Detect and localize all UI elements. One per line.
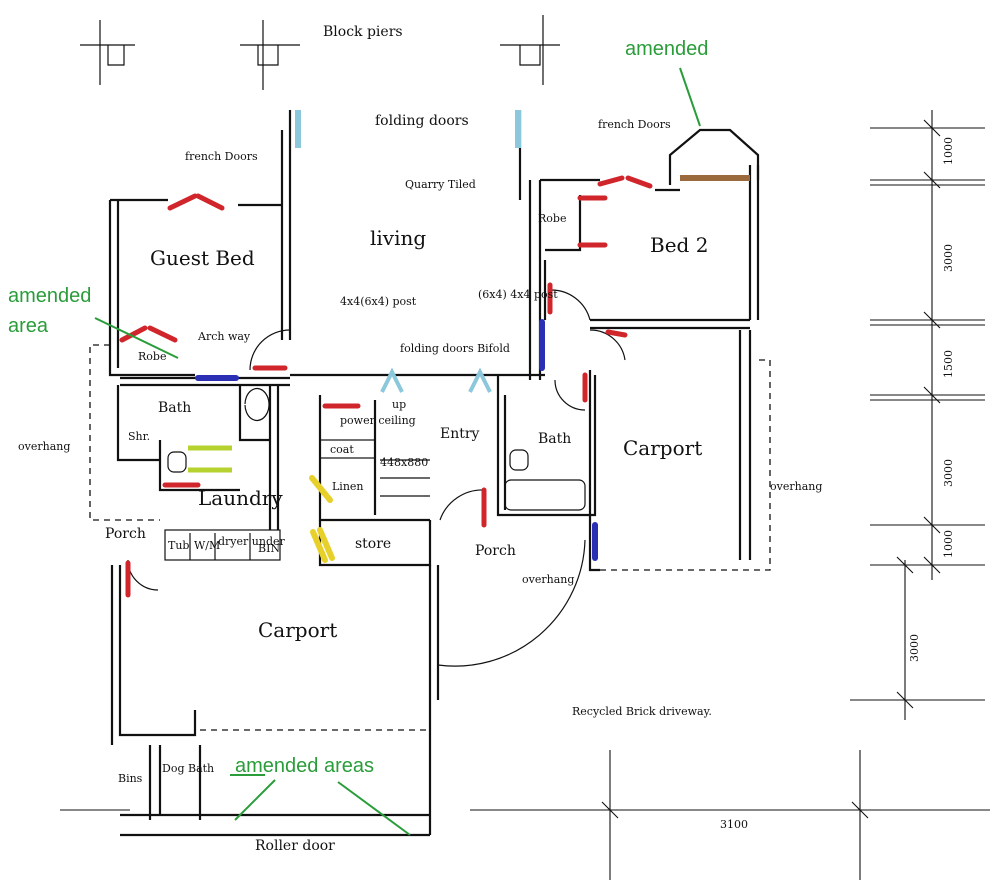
folding-doors-mid-label: folding doors Bifold — [400, 342, 510, 355]
folding-doors-top-label: folding doors — [375, 113, 469, 129]
quarry-tiled-label: Quarry Tiled — [405, 178, 476, 191]
block-pier-marks — [80, 15, 560, 90]
bath-left-label: Bath — [158, 400, 191, 416]
robe-right-label: Robe — [538, 212, 566, 225]
shr-label: Shr. — [128, 430, 150, 443]
dim-3000-c: 3000 — [908, 634, 921, 662]
bed2-label: Bed 2 — [650, 233, 708, 257]
power-ceiling-label: power ceiling — [340, 414, 416, 427]
overhang-lines — [89, 344, 771, 731]
amended-area-note-line2: area — [8, 315, 49, 337]
bath-right-label: Bath — [538, 431, 571, 447]
overhang-right-label: overhang — [770, 480, 822, 493]
laundry-label: Laundry — [198, 486, 283, 510]
tub-label: Tub — [168, 539, 189, 552]
wm-label: W/M — [194, 539, 220, 552]
recycled-brick-label: Recycled Brick driveway. — [572, 705, 712, 718]
post-left-label: 4x4(6x4) post — [340, 295, 417, 308]
amended-annotations: amended amended area amended areas — [8, 38, 708, 777]
carport-right-label: Carport — [623, 436, 702, 460]
dryer-under-label: dryer under — [218, 535, 285, 548]
overhang-left-label: overhang — [18, 440, 70, 453]
dim-1000-b: 1000 — [942, 530, 955, 558]
dim-3100: 3100 — [720, 818, 748, 831]
amended-top-note: amended — [625, 38, 708, 60]
porch-left-label: Porch — [105, 526, 146, 542]
amended-areas-note: amended areas — [235, 755, 374, 777]
entry-label: Entry — [440, 426, 480, 442]
overhang-porch-label: overhang — [522, 573, 574, 586]
porch-right-label: Porch — [475, 543, 516, 559]
dimension-labels: 1000 3000 1500 3000 1000 3000 3100 — [720, 137, 955, 831]
carport-main-label: Carport — [258, 618, 337, 642]
store-door-a — [310, 529, 328, 563]
room-labels: Block piers folding doors Quarry Tiled l… — [18, 24, 822, 854]
french-doors-left-label: french Doors — [185, 150, 258, 163]
bed2-side-door — [605, 329, 628, 338]
block-piers-label: Block piers — [323, 24, 403, 40]
post-right-label: (6x4) 4x4 post — [478, 288, 558, 301]
coat-label: coat — [330, 443, 354, 456]
french-door-right-a — [597, 175, 625, 187]
up-label: up — [392, 398, 406, 411]
dog-bath-label: Dog Bath — [162, 762, 214, 775]
french-doors-right-label: french Doors — [598, 118, 671, 131]
french-door-right-b — [625, 175, 653, 189]
bins-label: Bins — [118, 772, 143, 785]
dim-3000-a: 3000 — [942, 244, 955, 272]
linen-label: Linen — [332, 480, 364, 493]
robe-door-left-a — [119, 325, 148, 343]
bin-label: BIN — [258, 542, 280, 555]
living-label: living — [370, 226, 426, 250]
amended-area-note-line1: amended — [8, 285, 91, 307]
dim-1500: 1500 — [942, 350, 955, 378]
robe-left-label: Robe — [138, 350, 166, 363]
french-door-left-a — [167, 193, 198, 211]
door-swings — [127, 289, 626, 667]
walls — [108, 110, 760, 837]
roller-door-label: Roller door — [255, 838, 335, 854]
dim-1000-top: 1000 — [942, 137, 955, 165]
door-markers — [119, 110, 750, 598]
store-door-b — [317, 527, 335, 561]
bifold-markers — [380, 367, 492, 393]
french-door-left-b — [195, 193, 225, 211]
store-label: store — [355, 536, 391, 552]
robe-door-left-b — [147, 325, 178, 343]
arch-way-label: Arch way — [197, 330, 251, 343]
linen-door — [309, 475, 333, 503]
amended-leaders — [94, 67, 701, 836]
dimension-lines — [60, 110, 990, 880]
guest-bed-label: Guest Bed — [150, 246, 255, 270]
stair-size-label: 448x880 — [380, 456, 428, 469]
dim-3000-b: 3000 — [942, 459, 955, 487]
